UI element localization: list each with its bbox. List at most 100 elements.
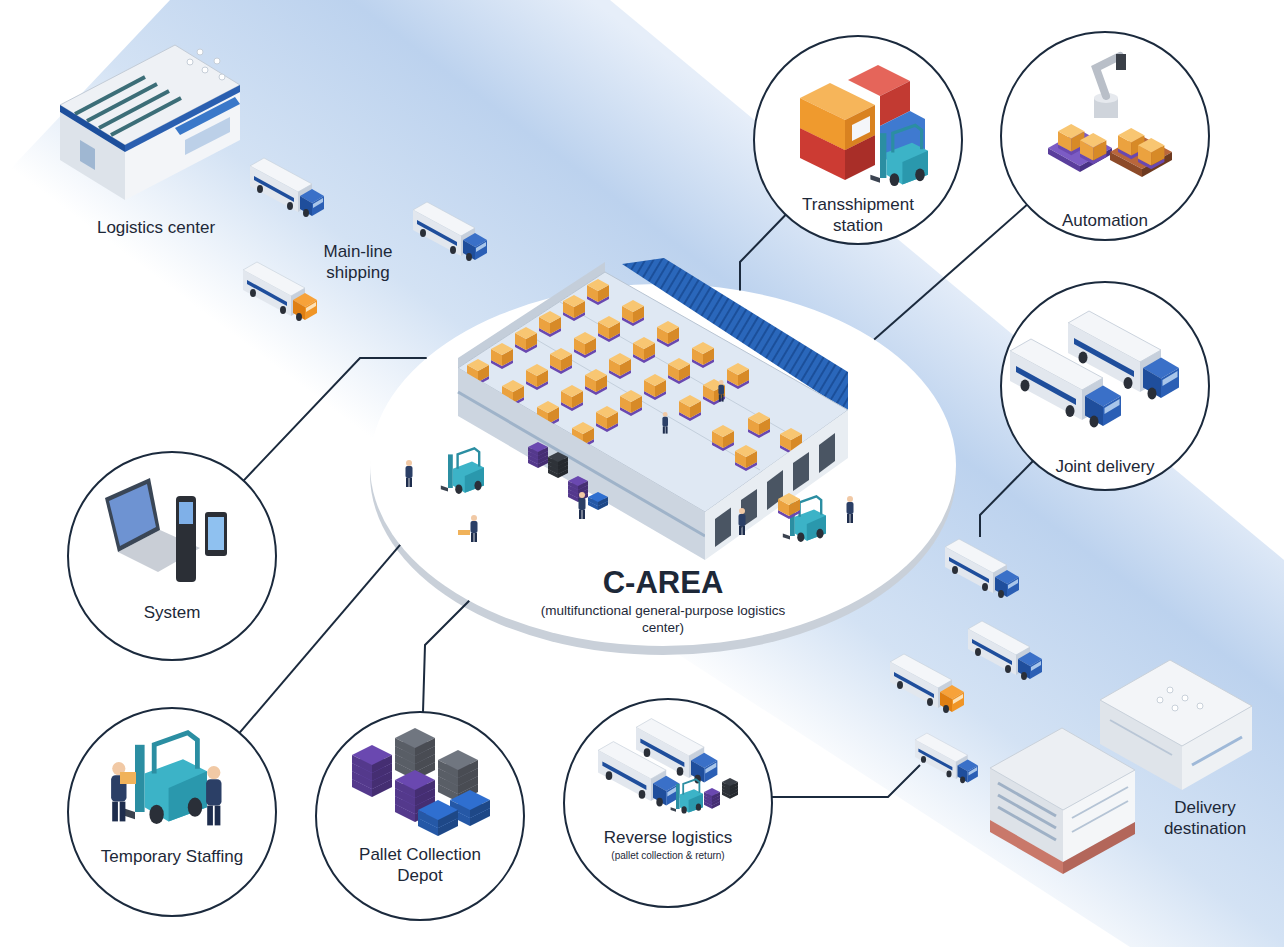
illustration-label: Delivery destination [1152, 797, 1258, 840]
warehouse [713, 440, 733, 446]
warehouse [679, 395, 701, 421]
automation-icon [1096, 56, 1120, 96]
automation-icon [1048, 148, 1080, 172]
delivery-buildings [998, 783, 1056, 816]
yard-equipment [406, 442, 854, 542]
system-icon [105, 478, 227, 582]
pallet-depot-icon [438, 750, 478, 802]
hub-ellipse: C-AREA(multifunctional general-purpose l… [368, 282, 958, 662]
transshipment-icon [800, 128, 845, 180]
warehouse [793, 452, 809, 491]
warehouse [563, 295, 585, 321]
circle-shape [1001, 282, 1209, 490]
warehouse [703, 379, 725, 405]
node-outline [66, 706, 278, 918]
logistics-center-building [60, 45, 240, 145]
transshipment-icon [845, 105, 875, 150]
node-title: Joint delivery [1015, 456, 1195, 477]
warehouse [560, 302, 800, 440]
illustration-label: Main-line shipping [308, 241, 408, 284]
reverse-logistics-icon [704, 788, 720, 809]
node-title: Transshipment station [778, 194, 938, 237]
delivery-trucks [945, 539, 1019, 598]
warehouse [458, 258, 848, 560]
system-icon [179, 502, 193, 524]
leader-line [772, 461, 1033, 797]
yard-equipment [847, 496, 854, 523]
automation-icon [1048, 130, 1112, 166]
automation-icon [1080, 133, 1106, 164]
warehouse [644, 374, 666, 400]
warehouse [537, 401, 559, 427]
logistics-center-building [75, 77, 145, 114]
logistics-center-building [60, 45, 240, 200]
automation-icon [1118, 128, 1144, 159]
pallet-depot-icon [450, 790, 490, 826]
warehouse [609, 353, 631, 379]
delivery-trucks [890, 654, 964, 713]
warehouse [526, 364, 548, 390]
delivery-buildings [990, 660, 1252, 874]
warehouse [515, 327, 537, 353]
logistics-center-building [214, 58, 220, 64]
main-line-trucks [413, 202, 487, 261]
main-line-trucks [243, 158, 487, 321]
delivery-trucks [968, 621, 1042, 680]
warehouse [574, 332, 596, 358]
node-title: Automation [1015, 210, 1195, 231]
circle-shape [316, 712, 524, 920]
service-circle: System [66, 450, 278, 662]
warehouse [596, 406, 618, 432]
warehouse [467, 359, 489, 385]
joint-delivery-icon [1010, 339, 1121, 428]
yard-equipment [406, 460, 413, 487]
automation-icon [1110, 152, 1142, 177]
delivery-buildings [1063, 822, 1135, 874]
delivery-buildings [1182, 695, 1188, 701]
service-circle: Pallet Collection Depot [314, 710, 526, 922]
warehouse [458, 368, 705, 560]
delivery-buildings [1110, 720, 1172, 755]
logistics-center-building [87, 84, 157, 121]
automation-icon [1110, 135, 1172, 169]
yard-equipment [783, 496, 826, 542]
delivery-buildings [1172, 705, 1178, 711]
warehouse [572, 422, 594, 448]
warehouse [780, 428, 802, 454]
service-circle: Automation [999, 30, 1211, 242]
yard-equipment [471, 515, 478, 542]
reverse-logistics-icon [722, 778, 738, 799]
transshipment-icon [852, 116, 870, 141]
main-line-trucks [243, 262, 317, 321]
warehouse [622, 300, 644, 326]
hub-ellipse-shape [370, 284, 956, 646]
leader-line [240, 545, 401, 733]
system-icon [118, 530, 200, 572]
warehouse [662, 412, 668, 434]
pallet-depot-icon [352, 728, 490, 836]
logistics-center-building [99, 91, 169, 128]
delivery-buildings [1192, 737, 1242, 765]
transshipment-icon [870, 125, 928, 186]
warehouse [735, 445, 757, 471]
service-circle: Reverse logistics(pallet collection & re… [562, 697, 774, 909]
reverse-logistics-icon [636, 719, 717, 784]
illustration-label: Logistics center [56, 217, 256, 238]
node-outline [752, 34, 964, 246]
warehouse [458, 392, 705, 536]
leader-line [980, 461, 1033, 537]
node-subtitle: (pallet collection & return) [568, 850, 768, 863]
delivery-buildings [1072, 801, 1128, 832]
warehouse [561, 385, 583, 411]
delivery-buildings [1157, 697, 1163, 703]
delivery-buildings [1100, 660, 1252, 746]
warehouse [550, 348, 572, 374]
automation-icon [1116, 54, 1126, 70]
leader-line [772, 765, 920, 797]
logistics-center-building [175, 97, 240, 135]
logistics-center-building [125, 92, 240, 200]
delivery-trucks [890, 539, 1042, 783]
